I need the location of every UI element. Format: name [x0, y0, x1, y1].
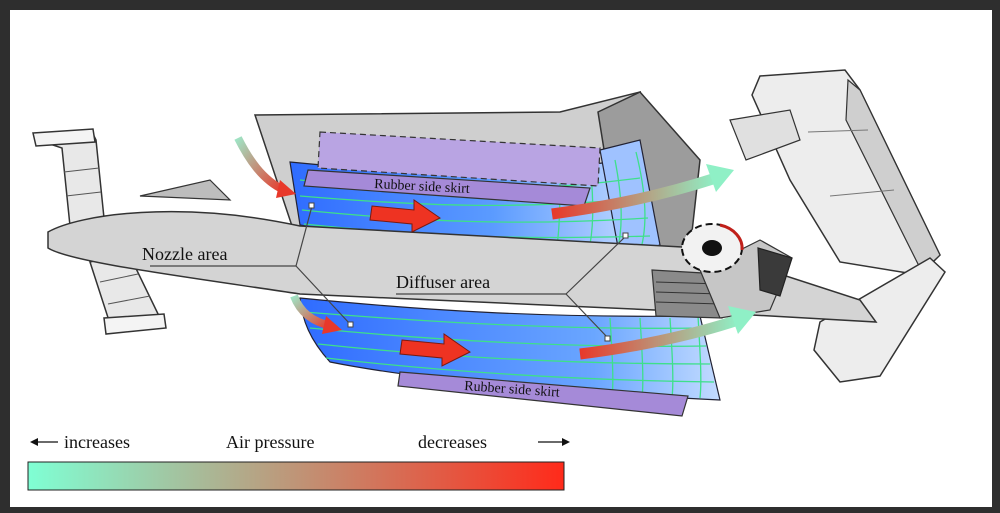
outlet-arrow-bottom: [579, 306, 756, 360]
rear-tyre-icon: [681, 223, 744, 273]
skirt-top-label: Rubber side skirt: [374, 177, 470, 197]
flow-arrow-top: [369, 199, 441, 233]
flow-arrow-bottom: [399, 333, 471, 367]
leader-dots: [308, 202, 629, 342]
diffuser-area-label: Diffuser area: [396, 272, 490, 292]
rear-wing: [729, 69, 946, 383]
pressure-gradient-bar: [27, 461, 565, 491]
nozzle-area-label: Nozzle area: [142, 244, 227, 264]
front-wing-bottom: [89, 251, 167, 335]
top-side-skirt: Rubber side skirt: [303, 131, 601, 207]
skirt-bottom-label: Rubber side skirt: [464, 379, 561, 401]
legend-increases: increases: [64, 432, 130, 452]
left-arrow-icon: [30, 438, 58, 446]
leader-lines: [150, 205, 627, 339]
inlet-arrow-bottom: [290, 294, 342, 334]
bottom-side-skirt: Rubber side skirt: [397, 371, 689, 417]
pressure-legend: increases Air pressure decreases: [27, 432, 570, 491]
legend-decreases: decreases: [418, 432, 487, 452]
right-arrow-icon: [538, 438, 570, 446]
front-wing-top: [32, 128, 105, 227]
outlet-arrow-top: [551, 164, 734, 220]
legend-air-pressure: Air pressure: [226, 432, 314, 452]
inlet-arrow-top: [234, 136, 296, 198]
